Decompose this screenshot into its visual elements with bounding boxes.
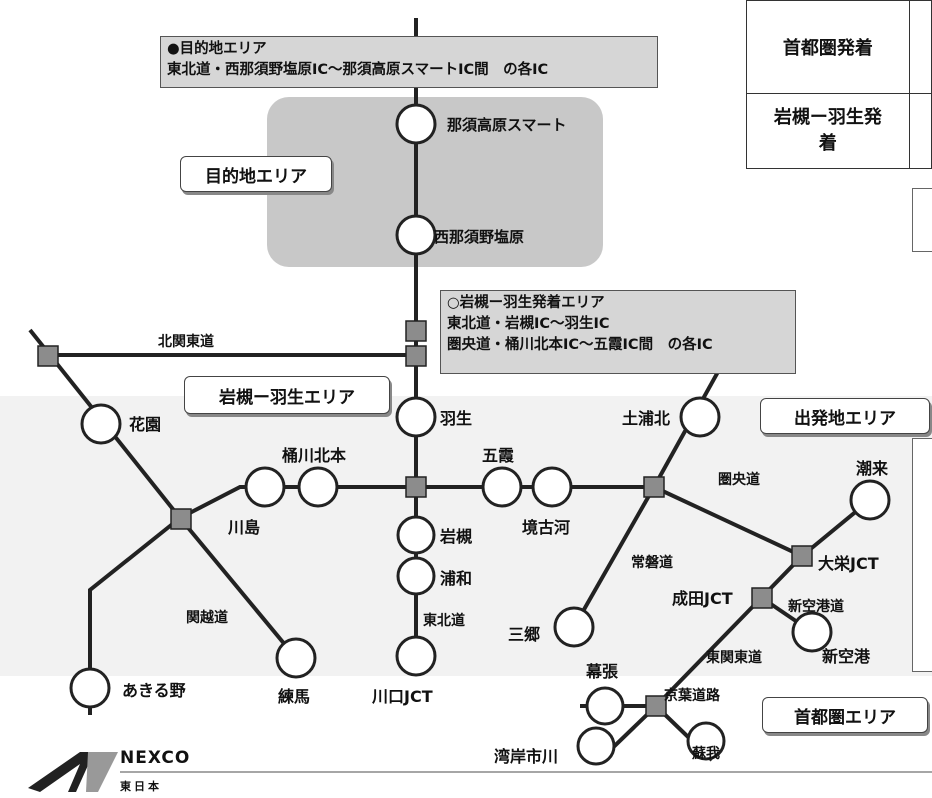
junction-kanetsu-ken-o [170,508,192,530]
station-kawaguchi [395,635,437,677]
destination-info-body: 東北道・西那須野塩原IC～那須高原スマートIC間 の各IC [167,62,549,78]
destination-area-shade [267,97,603,267]
station-iwatsuki [396,515,436,555]
station-wangan [576,726,616,766]
nexco-logo-icon [28,752,118,792]
logo-name: NEXCO [120,748,191,768]
capital-area-tag: 首都圏エリア [762,697,928,733]
road-label-ken-o: 圏央道 [718,471,760,488]
junction-taiei [791,545,813,567]
iwatsuki-info-title: ○岩槻ー羽生発着エリア [447,295,605,311]
iwatsuki-info-box: ○岩槻ー羽生発着エリア 東北道・岩槻IC～羽生IC 圏央道・桶川北本IC～五霞I… [440,290,796,374]
departure-area-tag: 出発地エリア [760,398,930,434]
junction-ken-o-joban [643,476,665,498]
station-hanazono [80,403,122,445]
logo-sub: 東日本 [120,780,162,793]
junction-kitakanto-kanetsu [37,345,59,367]
station-soga [686,721,726,761]
road-label-shinkuko: 新空港道 [788,598,844,615]
legend-row-capital: 首都圏発着 [746,0,910,94]
station-shinkuko [791,611,833,653]
station-akiruno [69,667,111,709]
legend-table: 首都圏発着 岩槻ー羽生発着 [746,0,932,169]
station-urawa [396,556,436,596]
junction-ken-o-tohoku [405,476,427,498]
station-label-urawa: 浦和 [440,569,472,588]
destination-info-box: ●目的地エリア 東北道・西那須野塩原IC～那須高原スマートIC間 の各IC [160,36,658,88]
station-label-itako: 潮来 [856,459,889,478]
junction-kitakanto-tohoku [405,345,427,367]
station-label-sakaikoga: 境古河 [522,518,570,537]
station-tsuchiura [679,396,721,438]
road-label-tohoku: 東北道 [423,612,465,629]
station-label-hanyu: 羽生 [440,409,472,428]
junction-iwatsuki-north [405,320,427,342]
station-nerima [275,637,317,679]
station-label-taiei: 大栄JCT [818,554,879,573]
station-label-wangan: 湾岸市川 [494,747,558,766]
junctions [37,320,813,717]
road-label-joban: 常磐道 [631,554,673,571]
station-kawajima [244,466,286,508]
legend-row-capital-value [908,0,932,94]
junction-keiyo [645,695,667,717]
road-label-kitakanto: 北関東道 [158,333,214,350]
road-label-keiyo: 京葉道路 [664,687,721,704]
road-label-higashikanto: 東関東道 [706,649,762,666]
station-label-tsuchiura: 土浦北 [622,409,670,428]
station-hanyu [395,396,437,438]
station-label-goka: 五霞 [482,446,515,465]
junction-narita [751,587,773,609]
station-label-kawajima: 川島 [227,518,260,537]
station-label-nasu: 那須高原スマート [447,116,567,134]
legend-row-iwatsuki-value [908,93,932,169]
higashikanto-line [654,554,804,708]
station-label-iwatsuki: 岩槻 [439,527,472,546]
side-note-box-right [912,438,932,672]
station-label-nishinasuno: 西那須野塩原 [434,228,524,246]
station-circles [69,103,891,766]
station-nishinasuno [395,214,437,256]
road-label-kanetsu: 関越道 [186,609,228,626]
station-label-narita: 成田JCT [672,589,733,608]
station-nasu [395,103,437,145]
legend-row-iwatsuki: 岩槻ー羽生発着 [746,93,910,169]
iwatsuki-info-line1: 東北道・岩槻IC～羽生IC [447,316,610,332]
destination-info-title: ●目的地エリア [167,41,267,57]
station-sakaikoga [531,466,573,508]
station-goka [481,466,523,508]
station-label-soga: 蘇我 [691,745,720,762]
kanetsu-lower-line [178,516,298,660]
joban-misato-line [572,486,656,628]
station-label-makuhari: 幕張 [585,662,619,681]
station-makuhari [585,686,625,726]
ken-o-narita-line [653,485,803,558]
station-label-akiruno: あきる野 [122,681,186,700]
destination-area-tag: 目的地エリア [180,156,332,192]
station-label-kawaguchi: 川口JCT [371,687,433,706]
station-label-okegawa: 桶川北本 [282,446,346,465]
station-okegawa [297,466,339,508]
station-label-misato: 三郷 [508,625,540,644]
iwatsuki-info-line2: 圏央道・桶川北本IC～五霞IC間 の各IC [447,337,713,353]
side-note-box-top [912,188,932,252]
station-label-nerima: 練馬 [278,687,310,706]
station-label-hanazono: 花園 [129,415,161,434]
station-label-shinkuko: 新空港 [822,647,871,666]
station-itako [849,479,891,521]
iwatsuki-area-tag: 岩槻ー羽生エリア [184,376,390,414]
station-misato [553,606,595,648]
